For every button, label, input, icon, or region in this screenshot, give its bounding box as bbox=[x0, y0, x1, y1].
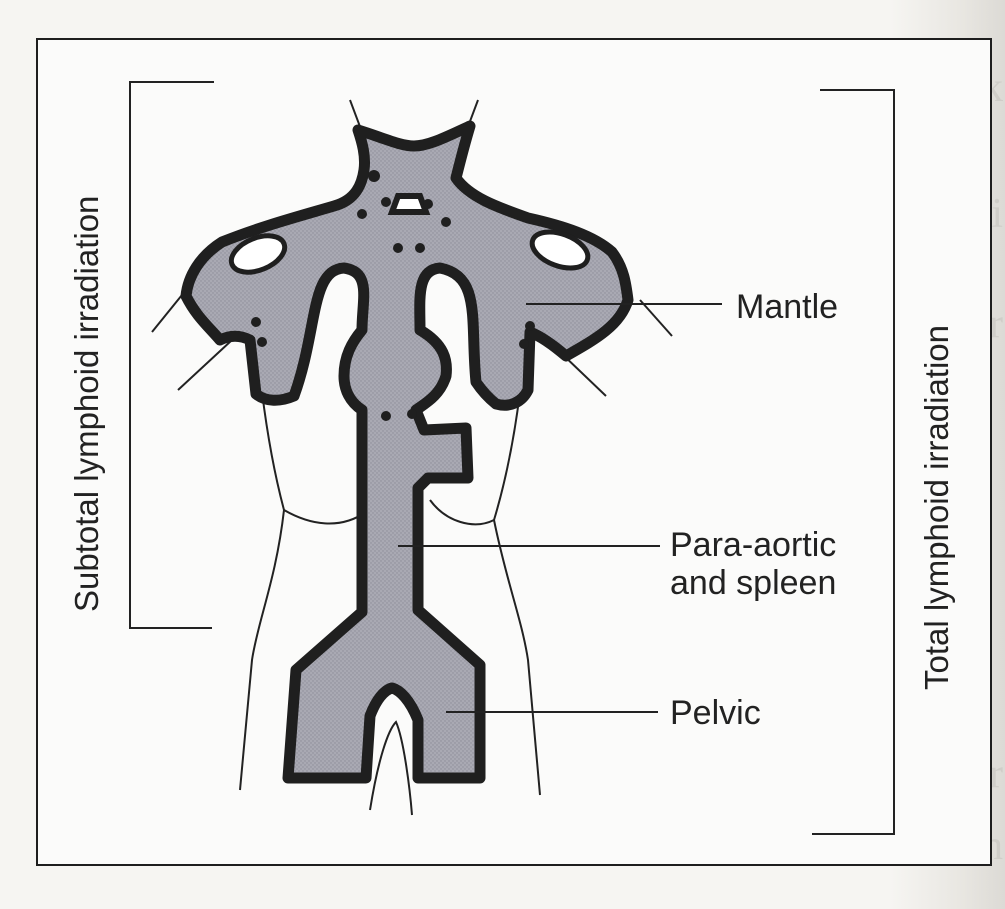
lymph-node bbox=[423, 199, 433, 209]
larynx-block bbox=[392, 196, 426, 212]
radiation-field bbox=[186, 126, 628, 778]
lymph-node bbox=[368, 170, 380, 182]
lymph-node bbox=[357, 209, 367, 219]
left-ribcage-line bbox=[284, 510, 366, 524]
left-arm-inner-line bbox=[178, 340, 232, 390]
field-shape bbox=[186, 126, 628, 778]
legs-gap bbox=[370, 722, 412, 815]
lymph-node bbox=[407, 409, 417, 419]
brackets bbox=[130, 82, 894, 834]
subtotal-lymphoid-irradiation-label: Subtotal lymphoid irradiation bbox=[68, 196, 106, 612]
lymph-node bbox=[393, 243, 403, 253]
right-ribcage-line bbox=[430, 500, 494, 524]
para-aortic-label-line2: and spleen bbox=[668, 566, 838, 600]
lymph-node bbox=[381, 411, 391, 421]
mantle-label: Mantle bbox=[734, 290, 840, 324]
pelvic-label: Pelvic bbox=[668, 696, 763, 730]
lymph-node bbox=[251, 317, 261, 327]
total-lymphoid-irradiation-label: Total lymphoid irradiation bbox=[918, 325, 956, 690]
para-aortic-label-line1: Para-aortic bbox=[668, 528, 838, 562]
lymph-node bbox=[441, 217, 451, 227]
lymph-node bbox=[525, 321, 535, 331]
torso-right-side bbox=[494, 392, 540, 795]
total-bracket bbox=[812, 90, 894, 834]
lymph-node bbox=[381, 197, 391, 207]
subtotal-bracket bbox=[130, 82, 214, 628]
lymph-node bbox=[415, 243, 425, 253]
lymph-node bbox=[257, 337, 267, 347]
lymph-node bbox=[519, 339, 529, 349]
right-arm-outer-line bbox=[640, 300, 672, 336]
torso-left-side bbox=[240, 392, 284, 790]
